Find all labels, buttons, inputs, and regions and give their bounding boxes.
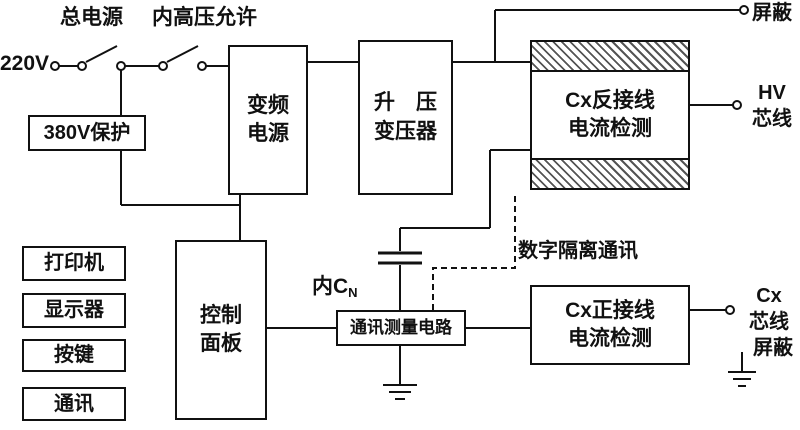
hv-permit-switch-label: 内高压允许 xyxy=(152,6,257,29)
cn-capacitor-label: 内CN xyxy=(312,246,358,302)
box-cx-reverse-detection-label: Cx反接线 电流检测 xyxy=(565,88,655,140)
shield-bottom-label: 屏蔽 xyxy=(753,337,793,359)
digital-isolation-label: 数字隔离通讯 xyxy=(518,240,638,262)
terminal-220v xyxy=(50,61,60,71)
terminal-cx-core xyxy=(725,305,735,315)
box-keys: 按键 xyxy=(22,339,126,372)
box-cx-forward-detection: Cx正接线 电流检测 xyxy=(530,285,690,365)
box-cx-reverse-detection: Cx反接线 电流检测 xyxy=(530,40,690,190)
terminal-shield-top xyxy=(739,5,749,15)
cx-core-label: Cx 芯线 xyxy=(749,285,789,333)
switch-main-lever xyxy=(85,45,118,63)
box-stepup-transformer: 升 压 变压器 xyxy=(358,40,453,195)
switch-hv-contact-right xyxy=(197,61,207,71)
switch-main-contact-right xyxy=(116,61,126,71)
box-printer: 打印机 xyxy=(22,246,126,281)
box-variable-frequency-power: 变频 电源 xyxy=(228,45,308,195)
main-power-switch-label: 总电源 xyxy=(60,6,123,29)
box-communication: 通讯 xyxy=(22,387,126,421)
shield-hatch-bottom xyxy=(532,158,688,188)
cn-capacitor-label-sub: N xyxy=(348,285,358,301)
box-display: 显示器 xyxy=(22,293,126,328)
shield-top-label: 屏蔽 xyxy=(752,2,792,24)
shield-hatch-top xyxy=(532,42,688,72)
terminal-hv-core xyxy=(732,100,742,110)
hv-core-label: HV 芯线 xyxy=(752,82,792,130)
switch-main-contact-left xyxy=(77,61,87,71)
digital-isolation-link xyxy=(432,192,516,310)
box-control-panel: 控制 面板 xyxy=(175,240,267,420)
box-comm-measure-circuit: 通讯测量电路 xyxy=(336,310,466,346)
switch-hv-lever xyxy=(166,45,199,63)
box-380v-protection: 380V保护 xyxy=(28,115,146,151)
switch-hv-contact-left xyxy=(158,61,168,71)
input-220v-label: 220V xyxy=(0,52,50,75)
cn-capacitor-label-main: 内C xyxy=(312,275,349,299)
